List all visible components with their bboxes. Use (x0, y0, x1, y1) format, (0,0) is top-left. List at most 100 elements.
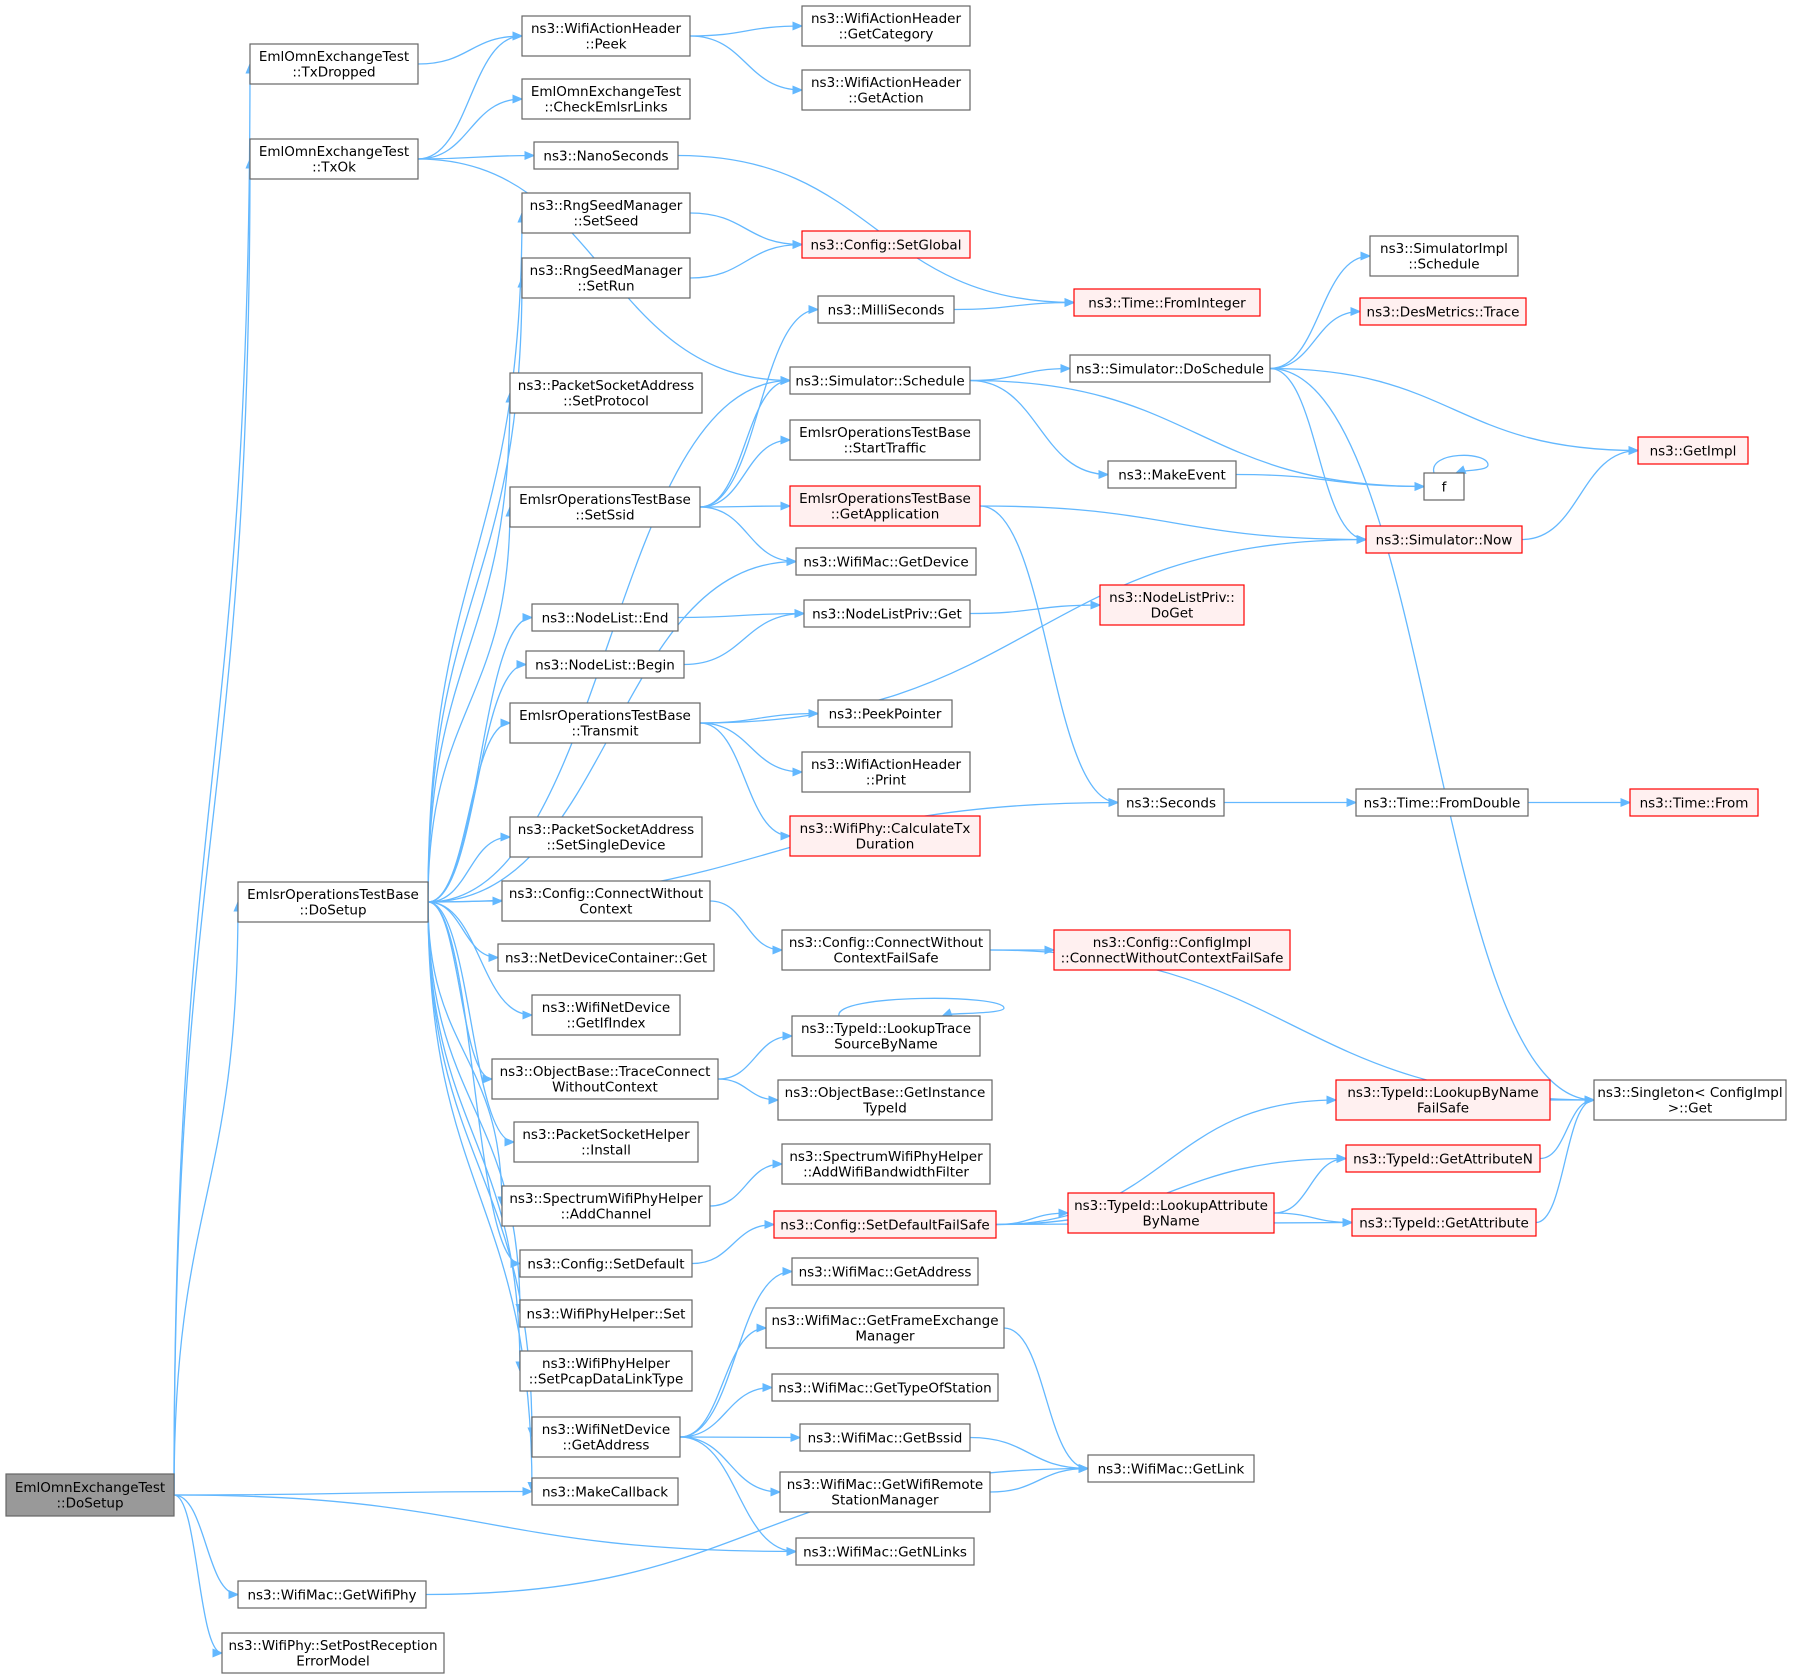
node-psinstall[interactable]: ns3::PacketSocketHelper::Install (513, 1121, 699, 1163)
node-setdefaultfailsafe[interactable]: ns3::Config::SetDefaultFailSafe (773, 1210, 997, 1239)
node-getapplication[interactable]: EmlsrOperationsTestBase::GetApplication (789, 485, 981, 527)
node-peekpointer[interactable]: ns3::PeekPointer (817, 699, 953, 728)
node-label: ns3::Simulator::DoSchedule (1076, 361, 1264, 377)
node-label: ::TxDropped (292, 65, 375, 81)
node-schedule[interactable]: ns3::Simulator::Schedule (789, 366, 971, 395)
node-getbssid[interactable]: ns3::WifiMac::GetBssid (799, 1423, 971, 1452)
node-connectfailsafe[interactable]: ns3::Config::ConnectWithoutContextFailSa… (781, 929, 991, 971)
edge-arrowhead (1326, 1095, 1338, 1105)
edge-arrowhead (772, 945, 784, 955)
edge-arrowhead (1078, 1463, 1090, 1474)
node-nanoseconds[interactable]: ns3::NanoSeconds (533, 141, 679, 170)
node-getattributen[interactable]: ns3::TypeId::GetAttributeN (1345, 1144, 1541, 1173)
node-checklinks[interactable]: EmlOmnExchangeTest::CheckEmlsrLinks (521, 78, 691, 120)
node-setssid[interactable]: EmlsrOperationsTestBase::SetSsid (509, 486, 701, 528)
node-setdefault[interactable]: ns3::Config::SetDefault (519, 1249, 693, 1278)
node-label: ::SetProtocol (563, 394, 649, 410)
edge-line (969, 367, 1071, 382)
node-doschedule[interactable]: ns3::Simulator::DoSchedule (1069, 354, 1271, 383)
edge-line (677, 612, 805, 619)
node-setprotocol[interactable]: ns3::PacketSocketAddress::SetProtocol (509, 372, 703, 414)
node-nodelistend[interactable]: ns3::NodeList::End (531, 603, 679, 632)
node-makecallback[interactable]: ns3::MakeCallback (531, 1477, 679, 1506)
node-getwifiphy[interactable]: ns3::WifiMac::GetWifiPhy (237, 1580, 427, 1609)
node-nodelistbegin[interactable]: ns3::NodeList::Begin (525, 650, 685, 679)
node-ahprint[interactable]: ns3::WifiActionHeader::Print (801, 751, 971, 793)
node-setpcap[interactable]: ns3::WifiPhyHelper::SetPcapDataLinkType (519, 1350, 693, 1392)
node-label: ::Print (866, 773, 906, 789)
node-getrsm[interactable]: ns3::WifiMac::GetWifiRemoteStationManage… (779, 1471, 991, 1513)
node-label: ns3::Config::SetDefault (527, 1256, 684, 1272)
node-setseed[interactable]: ns3::RngSeedManager::SetSeed (521, 192, 691, 234)
node-basesetup[interactable]: EmlsrOperationsTestBase::DoSetup (237, 881, 429, 923)
node-makeevent[interactable]: ns3::MakeEvent (1107, 460, 1237, 489)
node-box (1117, 788, 1225, 817)
edge-line (427, 901, 503, 1207)
node-connectwoctx[interactable]: ns3::Config::ConnectWithoutContext (501, 880, 711, 922)
node-milliseconds[interactable]: ns3::MilliSeconds (817, 295, 955, 324)
node-transmit[interactable]: EmlsrOperationsTestBase::Transmit (509, 702, 701, 744)
edge-line (679, 1436, 781, 1493)
node-root[interactable]: EmlOmnExchangeTest::DoSetup (5, 1473, 175, 1517)
node-frominteger[interactable]: ns3::Time::FromInteger (1073, 288, 1261, 317)
node-getlink[interactable]: ns3::WifiMac::GetLink (1087, 1454, 1255, 1483)
node-ndcget[interactable]: ns3::NetDeviceContainer::Get (497, 943, 715, 972)
node-setrun[interactable]: ns3::RngSeedManager::SetRun (521, 257, 691, 299)
node-starttraffic[interactable]: EmlsrOperationsTestBase::StartTraffic (789, 419, 981, 461)
node-gettype[interactable]: ns3::WifiMac::GetTypeOfStation (771, 1373, 999, 1402)
node-label: ::AddChannel (561, 1207, 652, 1223)
node-singletonget[interactable]: ns3::Singleton< ConfigImpl>::Get (1593, 1079, 1787, 1121)
node-now[interactable]: ns3::Simulator::Now (1365, 525, 1523, 554)
edge-line (427, 901, 521, 1314)
edge-arrowhead (1350, 306, 1362, 317)
node-label: ns3::Simulator::Schedule (795, 373, 964, 389)
node-txok[interactable]: EmlOmnExchangeTest::TxOk (249, 138, 419, 180)
node-desmetrics[interactable]: ns3::DesMetrics::Trace (1359, 297, 1527, 326)
edge-arrowhead (524, 150, 536, 161)
node-setsingledevice[interactable]: ns3::PacketSocketAddress::SetSingleDevic… (509, 816, 703, 858)
edge-setdefault-to-setdefaultfailsafe (691, 1219, 776, 1265)
node-getattribute[interactable]: ns3::TypeId::GetAttribute (1351, 1208, 1537, 1237)
node-seconds[interactable]: ns3::Seconds (1117, 788, 1225, 817)
node-fromdouble[interactable]: ns3::Time::FromDouble (1355, 788, 1529, 817)
node-getifindex[interactable]: ns3::WifiNetDevice::GetIfIndex (531, 994, 681, 1036)
edge-arrowhead (1620, 797, 1632, 808)
node-nldoget[interactable]: ns3::NodeListPriv::DoGet (1099, 584, 1245, 626)
edge-line (699, 712, 819, 724)
node-getaction[interactable]: ns3::WifiActionHeader::GetAction (801, 69, 971, 111)
edge-line (1003, 1327, 1089, 1470)
edge-line (1269, 255, 1371, 370)
node-ndgetaddress[interactable]: ns3::WifiNetDevice::GetAddress (531, 1416, 681, 1458)
edge-doschedule-to-now (1269, 367, 1368, 545)
node-traceconnect[interactable]: ns3::ObjectBase::TraceConnectWithoutCont… (491, 1058, 719, 1100)
node-getcategory[interactable]: ns3::WifiActionHeader::GetCategory (801, 5, 971, 47)
node-txdropped[interactable]: EmlOmnExchangeTest::TxDropped (249, 43, 419, 85)
node-peek[interactable]: ns3::WifiActionHeader::Peek (521, 15, 691, 57)
node-getdevice[interactable]: ns3::WifiMac::GetDevice (795, 547, 977, 576)
node-setglobal[interactable]: ns3::Config::SetGlobal (801, 230, 971, 259)
edge-arrowhead (1414, 481, 1426, 492)
edge-setseed-to-setglobal (689, 212, 804, 250)
node-label: ns3::WifiPhy::CalculateTx (800, 821, 971, 837)
edge-line (1535, 1099, 1595, 1224)
node-timefrom[interactable]: ns3::Time::From (1629, 788, 1759, 817)
node-macgetaddress[interactable]: ns3::WifiMac::GetAddress (791, 1257, 979, 1286)
node-connectimpl[interactable]: ns3::Config::ConfigImpl::ConnectWithoutC… (1053, 929, 1291, 971)
node-physet[interactable]: ns3::WifiPhyHelper::Set (519, 1299, 693, 1328)
node-getimpl[interactable]: ns3::GetImpl (1637, 436, 1749, 465)
node-simimplschedule[interactable]: ns3::SimulatorImpl::Schedule (1369, 235, 1519, 277)
node-getnlinks[interactable]: ns3::WifiMac::GetNLinks (795, 1537, 975, 1566)
node-addbwfilter[interactable]: ns3::SpectrumWifiPhyHelper::AddWifiBandw… (781, 1143, 991, 1185)
node-label: ::CheckEmlsrLinks (544, 100, 667, 116)
node-f[interactable]: f (1423, 472, 1465, 501)
node-nlprivget[interactable]: ns3::NodeListPriv::Get (803, 599, 971, 628)
edge-line (427, 379, 791, 903)
node-addchannel[interactable]: ns3::SpectrumWifiPhyHelper::AddChannel (501, 1185, 711, 1227)
